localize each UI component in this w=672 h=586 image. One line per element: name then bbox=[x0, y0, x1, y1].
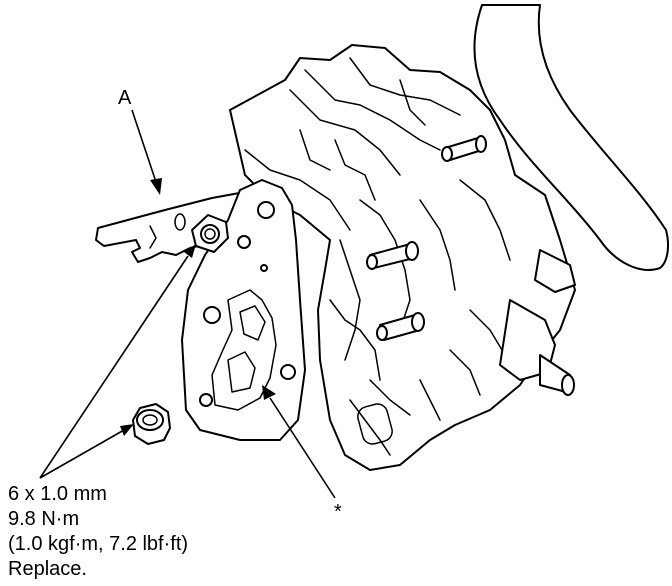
stud-middle bbox=[366, 241, 419, 270]
torque-spec-block: 6 x 1.0 mm 9.8 N·m (1.0 kgf·m, 7.2 lbf·f… bbox=[8, 483, 188, 580]
leader-a bbox=[131, 109, 162, 195]
leader-spec-nut-upper bbox=[39, 244, 196, 479]
spec-line-1: 6 x 1.0 mm bbox=[8, 483, 107, 505]
stud-bottom bbox=[376, 312, 425, 341]
flange-nut-installed bbox=[191, 214, 229, 253]
label-asterisk: * bbox=[334, 501, 342, 523]
spec-line-2: 9.8 N·m bbox=[8, 508, 79, 530]
stud-top bbox=[441, 135, 487, 162]
flange-nut-loose bbox=[132, 403, 171, 445]
leader-spec-nut-lower bbox=[39, 424, 134, 479]
label-a: A bbox=[118, 87, 132, 109]
curved-tube bbox=[473, 4, 669, 271]
leader-asterisk bbox=[262, 385, 336, 499]
spec-line-3: (1.0 kgf·m, 7.2 lbf·ft) bbox=[8, 533, 188, 555]
spec-line-4: Replace. bbox=[8, 558, 87, 580]
